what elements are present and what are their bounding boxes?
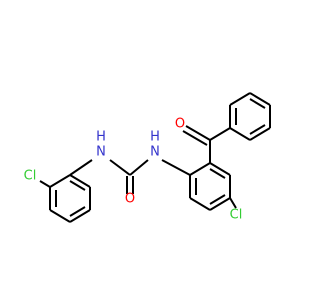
nitrogen-right-label: N (150, 145, 160, 160)
double-bond-inner (249, 124, 266, 135)
bond (229, 127, 251, 141)
bond (189, 162, 211, 176)
bond-ring-nh-right (161, 159, 191, 176)
bond-nh-carbonyl (129, 159, 149, 176)
double-bond-inner (249, 98, 266, 109)
bond (209, 162, 231, 176)
bond (189, 197, 211, 211)
nitrogen-right-hydrogen-label: H (150, 130, 160, 145)
double-bond-inner (209, 194, 226, 205)
bond-carbonyl-oxygen-double (182, 130, 208, 146)
bond-phenyl-carbonyl (209, 127, 231, 141)
molecule-diagram: O N H N H O Cl Cl (24, 92, 271, 223)
chlorophenyl-ring-left (49, 174, 91, 223)
bond (69, 209, 91, 223)
bond (229, 92, 251, 106)
chlorine-right-label: Cl (230, 208, 243, 223)
bond-ring-chlorine-right (229, 197, 237, 209)
bond (249, 92, 271, 106)
bond (49, 174, 71, 188)
oxygen-urea-label: O (125, 192, 135, 207)
double-bond-inner (209, 168, 226, 179)
bond-carbonyl-nh-left (109, 159, 131, 176)
bond (209, 197, 231, 211)
structure-canvas: O N H N H O Cl Cl (24, 92, 271, 223)
bond (69, 174, 91, 188)
bond-carbonyl-oxygen (185, 125, 211, 141)
bond (249, 127, 271, 141)
double-bond-inner (69, 206, 86, 217)
bond-ring-chlorine-left (39, 180, 51, 188)
phenyl-ring (229, 92, 271, 141)
chlorine-left-label: Cl (24, 169, 37, 184)
bond (49, 209, 71, 223)
bond-nh-left-ring (69, 159, 93, 176)
chlorophenyl-ring-central (189, 162, 231, 211)
nitrogen-left-label: N (96, 145, 106, 160)
double-bond-inner (69, 180, 86, 191)
nitrogen-left-hydrogen-label: H (96, 130, 106, 145)
oxygen-ketone-label: O (175, 117, 185, 132)
